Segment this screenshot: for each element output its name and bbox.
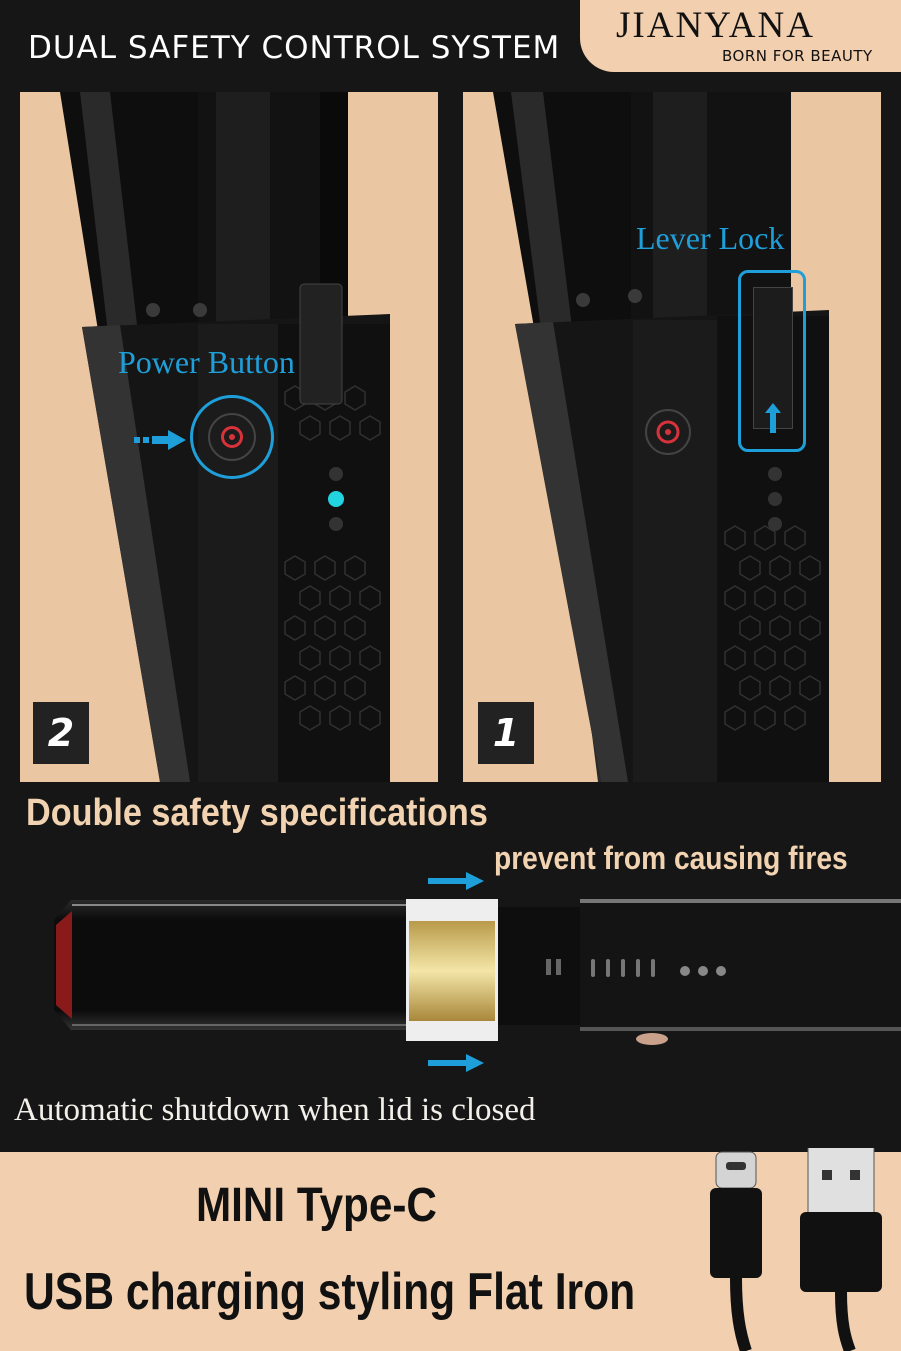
safety-subheading: prevent from causing fires	[494, 840, 848, 876]
power-button-callout-ring	[190, 395, 274, 479]
arrow-right-icon	[428, 872, 484, 890]
arrow-right-icon	[134, 430, 186, 450]
lever-lock-callout-box	[738, 270, 806, 452]
arrow-right-icon	[428, 1054, 484, 1072]
footer-line-2: USB charging styling Flat Iron	[24, 1263, 636, 1321]
closed-flat-iron-illustration	[54, 899, 901, 1045]
usb-cable-illustration	[710, 1148, 882, 1351]
flat-iron-closeup-illustration	[493, 92, 829, 782]
usb-c-connector-icon	[710, 1151, 762, 1351]
brand-tagline: BORN FOR BEAUTY	[722, 47, 873, 65]
usb-a-connector-icon	[800, 1148, 882, 1351]
page-title: DUAL SAFETY CONTROL SYSTEM	[28, 30, 561, 66]
footer-line-1: MINI Type-C	[196, 1179, 437, 1232]
arrow-up-icon	[765, 403, 781, 433]
callout-power-button: Power Button	[118, 344, 295, 380]
panel-lever-lock	[463, 92, 881, 782]
safety-caption: Automatic shutdown when lid is closed	[14, 1092, 536, 1128]
step-badge-2: 2	[33, 702, 89, 764]
brand-badge	[580, 0, 901, 72]
safety-heading: Double safety specifications	[26, 792, 488, 834]
power-button-icon	[208, 413, 256, 461]
step-badge-1: 1	[478, 702, 534, 764]
callout-lever-lock: Lever Lock	[636, 220, 785, 256]
brand-name: JIANYANA	[616, 5, 815, 46]
